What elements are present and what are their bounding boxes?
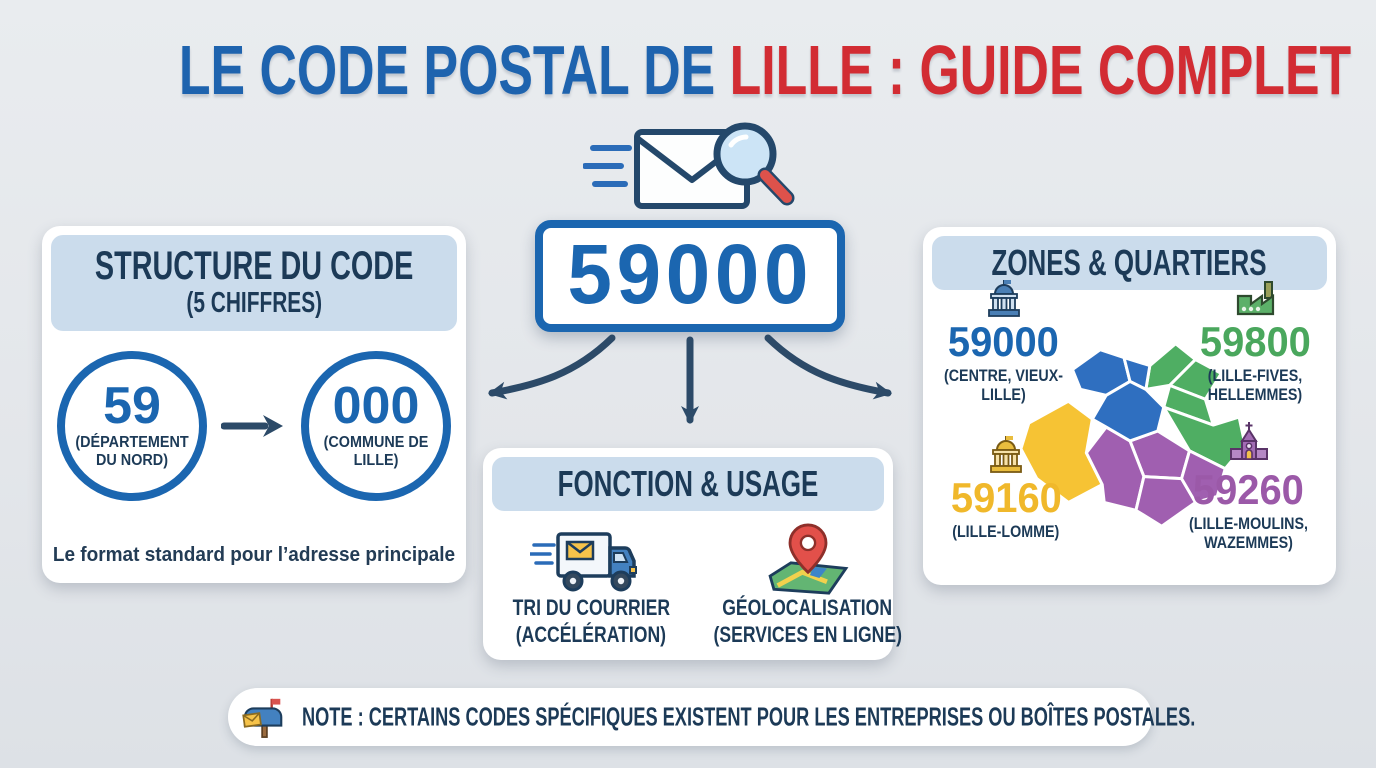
- department-code: 59: [103, 376, 161, 435]
- zone-moulins: 59260 (LILLE-MOULINS, WAZEMMES): [1161, 422, 1336, 553]
- note-bar: NOTE : CERTAINS CODES SPÉCIFIQUES EXISTE…: [228, 688, 1195, 746]
- department-label: (DÉPARTEMENT DU NORD): [75, 434, 189, 470]
- arrow-to-structure: [488, 334, 616, 400]
- zone-centre-label: (CENTRE, VIEUX-LILLE): [943, 366, 1064, 405]
- mail-sorting-line1: TRI DU COURRIER: [512, 595, 671, 621]
- function-columns: TRI DU COURRIER (ACCÉLÉRATION) GÉOLOCALI…: [493, 520, 902, 648]
- geolocation-line1: GÉOLOCALISATION: [722, 595, 893, 621]
- district-purple: [1084, 425, 1227, 528]
- structure-panel-header: STRUCTURE DU CODE (5 CHIFFRES): [51, 235, 457, 331]
- mail-truck-icon: [530, 532, 638, 592]
- zone-fives-label: (LILLE-FIVES, HELLEMMES): [1207, 366, 1303, 405]
- zones-panel: ZONES & QUARTIERS: [923, 227, 1336, 585]
- zone-lomme: 59160 (LILLE-LOMME): [931, 433, 1081, 541]
- function-panel-header: FONCTION & USAGE: [492, 457, 884, 511]
- function-panel-title: FONCTION & USAGE: [557, 463, 819, 505]
- magnifier-handle-icon: [760, 170, 792, 203]
- commune-code: 000: [332, 376, 420, 435]
- speed-lines-icon: [582, 145, 632, 187]
- zone-moulins-code: 59260: [1193, 466, 1304, 513]
- note-text: NOTE : CERTAINS CODES SPÉCIFIQUES EXISTE…: [302, 701, 1196, 732]
- magnifier-lens-icon: [713, 122, 777, 186]
- arrow-to-zones: [764, 334, 892, 400]
- page-title: LE CODE POSTAL DE LILLE : GUIDE COMPLET: [178, 31, 1351, 109]
- structure-footer-text: Le format standard pour l’adresse princi…: [52, 544, 456, 566]
- zone-lomme-label: (LILLE-LOMME): [952, 522, 1060, 541]
- geolocation-pin-icon: [767, 523, 848, 595]
- zones-panel-title: ZONES & QUARTIERS: [991, 242, 1268, 284]
- function-panel: FONCTION & USAGE: [483, 448, 902, 660]
- envelope-search-icon: [582, 122, 795, 209]
- zone-fives-code: 59800: [1199, 318, 1311, 365]
- zone-centre-code: 59000: [948, 318, 1059, 365]
- mail-sorting-line2: (ACCÉLÉRATION): [516, 621, 667, 647]
- digit-circles: 59 (DÉPARTEMENT DU NORD) 000 (COMMUNE DE…: [42, 346, 466, 506]
- zones-panel-header: ZONES & QUARTIERS: [932, 236, 1327, 290]
- district-green: [1144, 342, 1247, 471]
- zone-centre: 59000 (CENTRE, VIEUX-LILLE): [931, 277, 1076, 404]
- mailbox-icon: [242, 698, 283, 738]
- geolocation-line2: (SERVICES EN LIGNE): [713, 621, 902, 647]
- city-hall-icon: [987, 280, 1020, 317]
- zone-fives: 59800 (LILLE-FIVES, HELLEMMES): [1176, 277, 1334, 404]
- factory-icon: [1236, 281, 1275, 316]
- arrow-right-icon: [221, 415, 283, 437]
- commune-circle: 000 (COMMUNE DE LILLE): [301, 351, 451, 501]
- district-blue: [1070, 348, 1166, 443]
- hero-graphic: [582, 118, 801, 220]
- lille-districts-map: [1019, 342, 1247, 528]
- structure-panel-title: STRUCTURE DU CODE: [94, 244, 414, 289]
- zone-lomme-code: 59160: [950, 474, 1062, 521]
- structure-panel-subtitle: (5 CHIFFRES): [186, 287, 322, 320]
- title-blue-part: LE CODE POSTAL DE: [178, 31, 730, 109]
- commune-label: (COMMUNE DE LILLE): [323, 434, 429, 470]
- church-icon: [1229, 422, 1268, 460]
- geolocation-item: GÉOLOCALISATION (SERVICES EN LIGNE): [690, 520, 926, 648]
- postal-code-box: 59000: [535, 220, 845, 332]
- structure-panel: STRUCTURE DU CODE (5 CHIFFRES) 59 (DÉPAR…: [42, 226, 466, 583]
- department-circle: 59 (DÉPARTEMENT DU NORD): [57, 351, 207, 501]
- dome-building-icon: [990, 436, 1022, 473]
- zone-moulins-label: (LILLE-MOULINS, WAZEMMES): [1189, 514, 1308, 553]
- title-red-part: LILLE : GUIDE COMPLET: [729, 31, 1352, 109]
- postal-code-value: 59000: [567, 227, 813, 321]
- mail-sorting-item: TRI DU COURRIER (ACCÉLÉRATION): [493, 520, 690, 648]
